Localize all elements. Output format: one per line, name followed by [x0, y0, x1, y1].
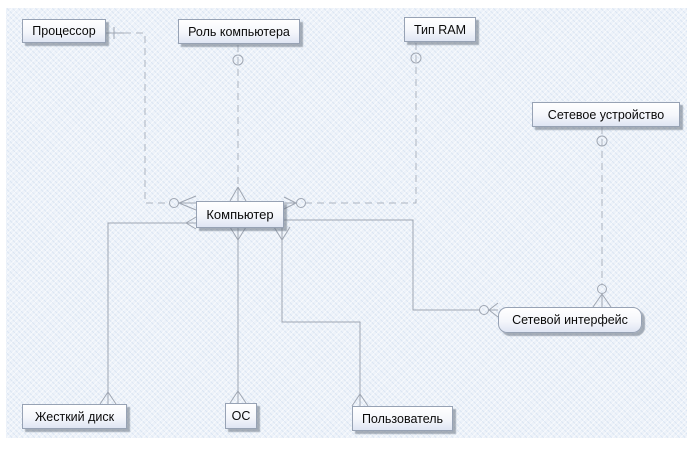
entity-network-interface[interactable]: Сетевой интерфейс — [498, 307, 642, 333]
entity-computer-role[interactable]: Роль компьютера — [178, 19, 300, 44]
entity-user[interactable]: Пользователь — [352, 406, 453, 431]
entity-ram-type[interactable]: Тип RAM — [404, 17, 476, 42]
entity-os[interactable]: ОС — [225, 403, 257, 429]
entity-label: ОС — [231, 409, 251, 423]
entity-computer[interactable]: Компьютер — [196, 201, 284, 228]
diagram-canvas[interactable] — [6, 8, 687, 438]
entity-label: Процессор — [32, 24, 96, 38]
entity-label: Сетевое устройство — [547, 107, 665, 122]
entity-label: Сетевой интерфейс — [512, 313, 628, 327]
entity-hard-disk[interactable]: Жесткий диск — [22, 404, 127, 429]
entity-network-device[interactable]: Сетевое устройство — [532, 102, 680, 127]
entity-label: Роль компьютера — [188, 24, 290, 39]
entity-label: Пользователь — [361, 411, 444, 426]
entity-label: Жесткий диск — [34, 409, 115, 424]
entity-label: Компьютер — [206, 207, 274, 222]
entity-label: Тип RAM — [413, 22, 467, 37]
entity-processor[interactable]: Процессор — [22, 19, 106, 43]
